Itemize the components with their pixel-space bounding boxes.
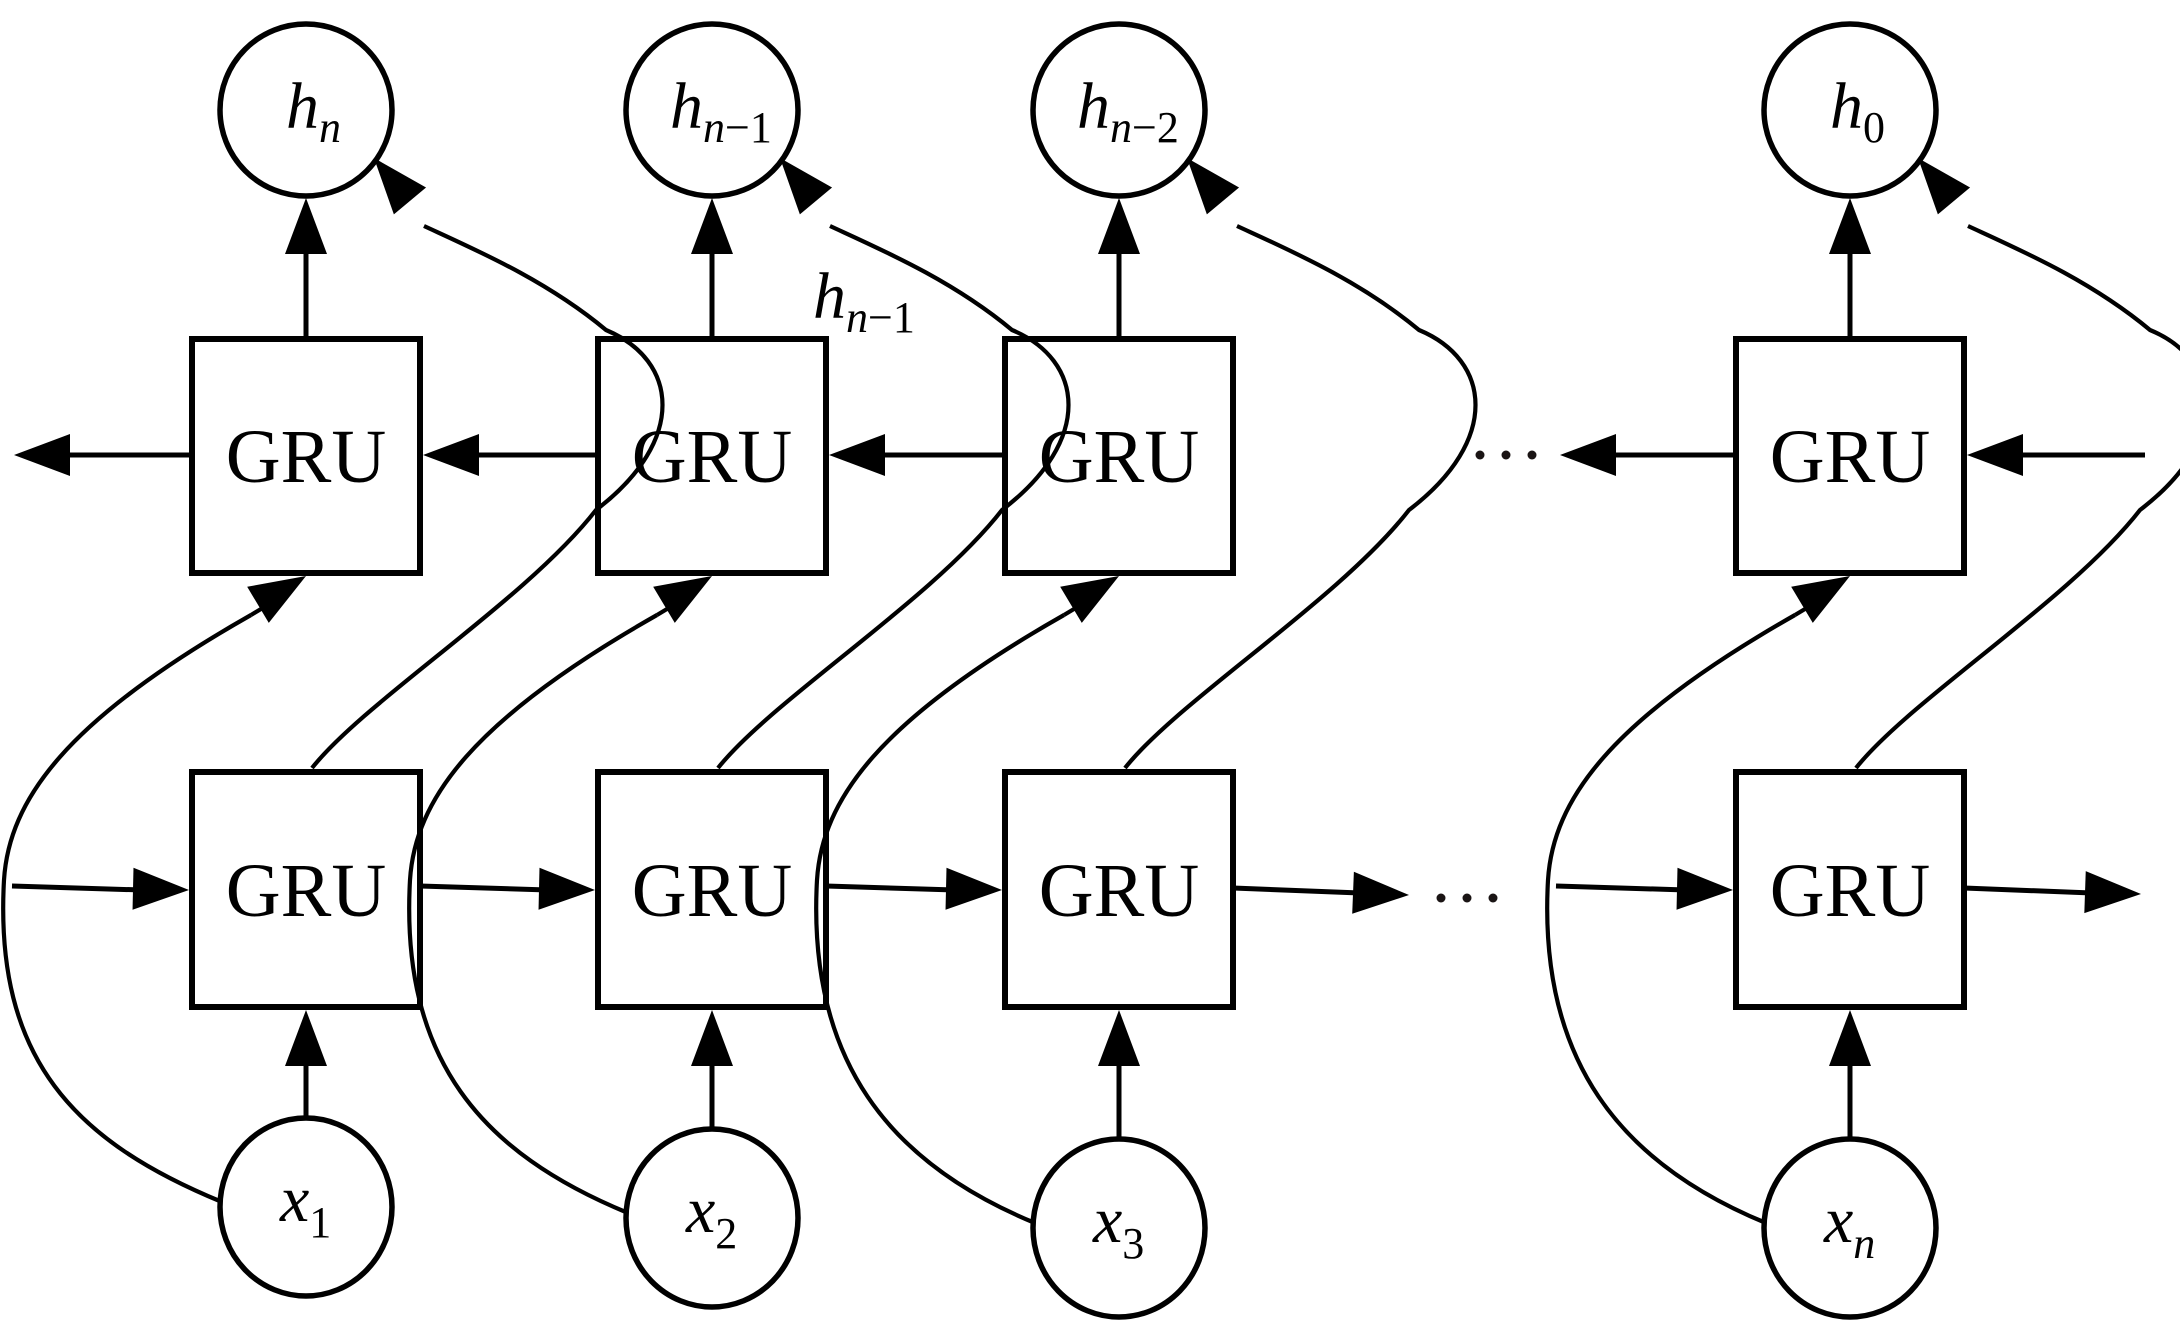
- edges-layer: [1, 158, 2180, 1225]
- output-label: hn−1: [670, 70, 772, 152]
- output-label: h0: [1830, 70, 1885, 152]
- forward-to-output-edge: [716, 224, 1071, 770]
- forward-to-output-edge: [310, 224, 665, 770]
- arrowhead-up-icon: [1098, 1010, 1140, 1066]
- arrowhead-right-icon: [538, 867, 595, 910]
- arrowhead-icon: [1060, 576, 1119, 623]
- arrowhead-right-icon: [1352, 871, 1409, 914]
- gru-cell-forward: [189, 769, 423, 1010]
- input-label: xn: [1823, 1184, 1875, 1268]
- forward-state-edge: [825, 883, 956, 893]
- forward-state-edge: [1963, 885, 2093, 896]
- forward-to-output-edge: [1854, 224, 2180, 770]
- arrowhead-up-icon: [1098, 198, 1140, 254]
- gru-cell-backward: [189, 336, 423, 576]
- arrowhead-right-icon: [945, 867, 1002, 910]
- ellipsis-dot: [1488, 893, 1498, 903]
- ellipsis-backward: [1475, 450, 1537, 460]
- output-label: hn: [286, 70, 341, 152]
- forward-state-edge: [1232, 885, 1361, 896]
- ellipsis-forward: [1436, 893, 1498, 903]
- input-node: [217, 1115, 395, 1299]
- output-node: [1030, 21, 1208, 199]
- nodes-layer: [189, 21, 1967, 1320]
- gru-label: GRU: [632, 849, 792, 933]
- arrowhead-icon: [247, 576, 306, 623]
- gru-cell-backward: [1733, 336, 1967, 576]
- arrowhead-icon: [1918, 158, 1971, 215]
- output-node: [623, 21, 801, 199]
- arrowhead-right-icon: [132, 867, 189, 910]
- labels-layer: GRU GRU hn x1 GRU GRU hn−1 x2 GRU GRU hn−2 x3 GRU GRU…: [226, 70, 1930, 1268]
- output-label: hn−2: [1077, 70, 1179, 152]
- arrowhead-icon: [653, 576, 712, 623]
- forward-state-edge: [1555, 883, 1687, 893]
- arrowhead-left-icon: [1967, 434, 2023, 476]
- input-to-backward-edge: [814, 613, 1066, 1225]
- input-node: [623, 1126, 801, 1310]
- arrowhead-up-icon: [691, 1010, 733, 1066]
- hidden-state-label: hn−1: [813, 260, 915, 342]
- input-to-backward-edge: [1545, 613, 1797, 1225]
- ellipsis-dot: [1501, 450, 1511, 460]
- arrowhead-up-icon: [1829, 1010, 1871, 1066]
- input-label: x1: [279, 1163, 331, 1247]
- arrowhead-up-icon: [285, 1010, 327, 1066]
- arrowhead-icon: [1187, 158, 1240, 215]
- gru-label: GRU: [1039, 849, 1199, 933]
- output-node: [217, 21, 395, 199]
- arrowhead-up-icon: [1829, 198, 1871, 254]
- gru-cell-forward: [1733, 769, 1967, 1010]
- arrowhead-icon: [780, 158, 833, 215]
- ellipsis-dot: [1436, 893, 1446, 903]
- gru-cell-forward: [595, 769, 829, 1010]
- input-node: [1030, 1136, 1208, 1320]
- gru-label: GRU: [1770, 849, 1930, 933]
- gru-cell-forward: [1002, 769, 1236, 1010]
- ellipsis-dot: [1462, 893, 1472, 903]
- arrowhead-left-icon: [423, 434, 479, 476]
- gru-label: GRU: [226, 415, 386, 499]
- gru-label: GRU: [1039, 415, 1199, 499]
- arrowhead-left-icon: [1560, 434, 1616, 476]
- arrowhead-right-icon: [2084, 871, 2141, 914]
- forward-state-edge: [419, 883, 549, 893]
- input-node: [1761, 1136, 1939, 1320]
- arrowhead-left-icon: [14, 434, 70, 476]
- input-to-backward-edge: [1, 613, 253, 1204]
- gru-cell-backward: [595, 336, 829, 576]
- forward-state-edge: [11, 883, 143, 893]
- arrowhead-up-icon: [285, 198, 327, 254]
- input-to-backward-edge: [407, 613, 659, 1215]
- gru-label: GRU: [226, 849, 386, 933]
- gru-cell-backward: [1002, 336, 1236, 576]
- gru-label: GRU: [1770, 415, 1930, 499]
- forward-to-output-edge: [1123, 224, 1478, 770]
- arrowhead-right-icon: [1676, 867, 1733, 910]
- ellipsis-dot: [1475, 450, 1485, 460]
- input-label: x3: [1092, 1184, 1144, 1268]
- arrowhead-icon: [1791, 576, 1850, 623]
- input-label: x2: [685, 1174, 737, 1258]
- arrowhead-up-icon: [691, 198, 733, 254]
- gru-label: GRU: [632, 415, 792, 499]
- output-node: [1761, 21, 1939, 199]
- arrowhead-left-icon: [829, 434, 885, 476]
- ellipsis-dot: [1527, 450, 1537, 460]
- arrowhead-icon: [374, 158, 427, 215]
